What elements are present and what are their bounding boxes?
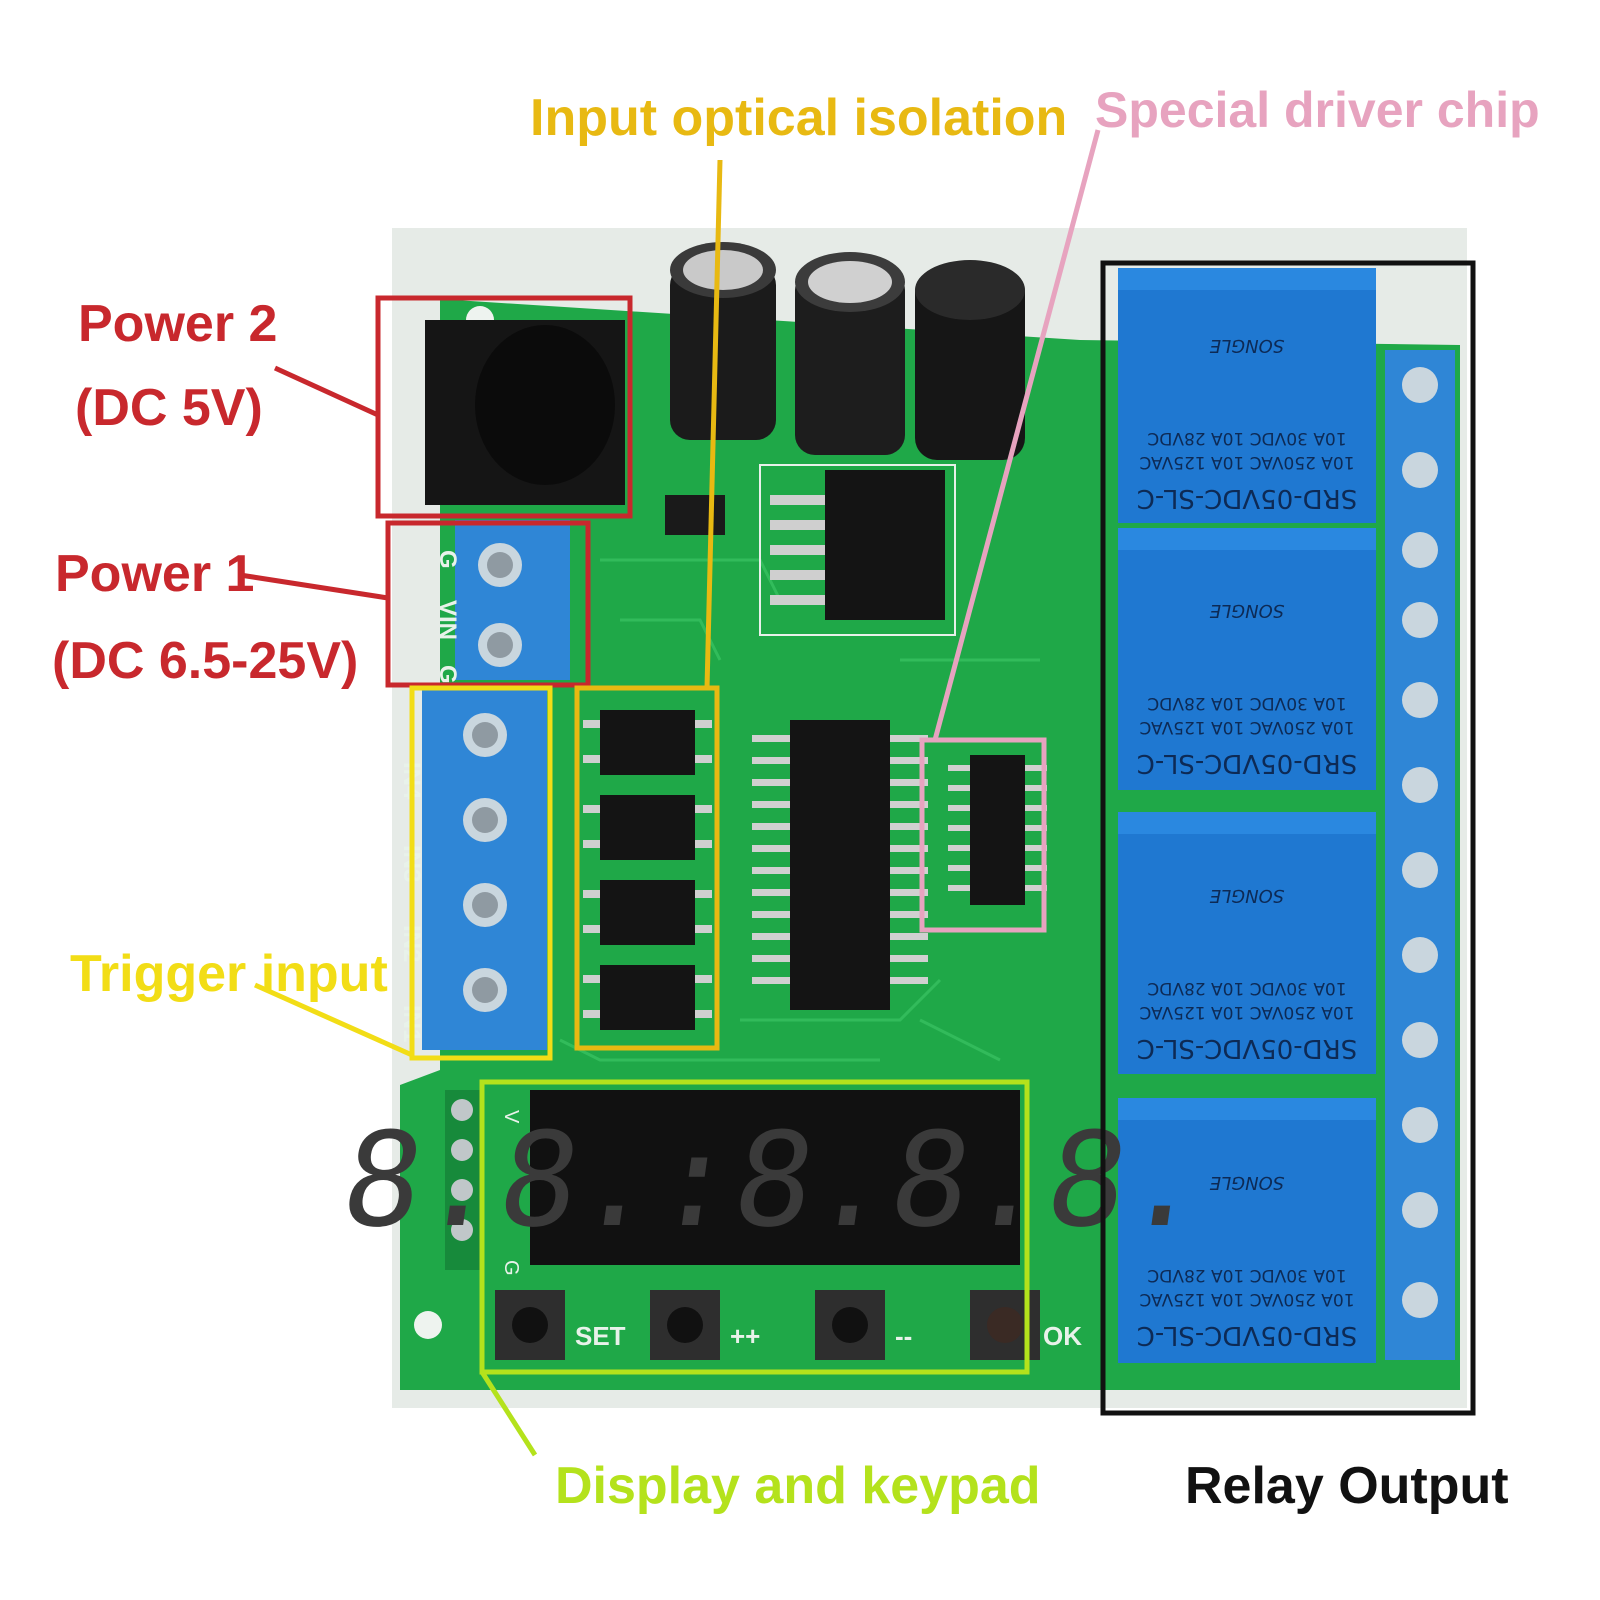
- optocoupler-pins: [583, 720, 712, 1018]
- input-optical-isolation-label: Input optical isolation: [530, 89, 1068, 147]
- power1-highlight-box: [385, 520, 591, 688]
- display-digits: 8.8.:8.8.8.: [333, 1105, 1215, 1256]
- button-label-plus: ++: [730, 1321, 760, 1351]
- relay-3-text: SRD-05VDC-SL-C 10A 250VAC 10A 125VAC 10A…: [1137, 885, 1357, 1063]
- regulator-pins: [770, 495, 825, 605]
- seven-segment-display: [530, 1090, 1020, 1265]
- relay-rating-text: 10A 250VAC 10A 125VAC: [1139, 717, 1354, 737]
- relay-3: [1118, 812, 1376, 1074]
- capacitor: [795, 252, 905, 455]
- capacitor: [915, 260, 1025, 460]
- relay-brand-text: SONGLE: [1209, 885, 1284, 906]
- relay-model-text: SRD-05VDC-SL-C: [1137, 1320, 1357, 1350]
- terminal-label: G: [434, 550, 461, 569]
- relay-4: [1118, 1098, 1376, 1363]
- relay-rating-text: 10A 250VAC 10A 125VAC: [1139, 1002, 1354, 1022]
- tactile-buttons: [495, 1290, 1040, 1360]
- terminal-label: VIN: [434, 600, 461, 640]
- terminal-label: G: [434, 665, 461, 684]
- microcontroller: [790, 720, 890, 1010]
- display-keypad-leader-line: [479, 1370, 538, 1457]
- relay-brand-text: SONGLE: [1209, 335, 1284, 356]
- isolation-leader-line: [704, 159, 723, 689]
- power2-title: Power 2: [78, 295, 278, 353]
- relay-model-text: SRD-05VDC-SL-C: [1137, 483, 1357, 513]
- voltage-regulator: [759, 464, 956, 636]
- relay-brand-text: SONGLE: [1209, 1172, 1284, 1193]
- relay-2-text: SRD-05VDC-SL-C 10A 250VAC 10A 125VAC 10A…: [1137, 600, 1357, 778]
- power1-title: Power 1: [55, 545, 255, 603]
- diode: [665, 495, 725, 535]
- relay-4-text: SRD-05VDC-SL-C 10A 250VAC 10A 125VAC 10A…: [1137, 1172, 1357, 1350]
- isolation-highlight-box: [574, 685, 720, 1051]
- relay-rating-text: 10A 30VDC 10A 28VDC: [1147, 693, 1346, 713]
- power2-voltage: (DC 5V): [75, 379, 263, 437]
- relay-output-label: Relay Output: [1185, 1457, 1509, 1515]
- relay-rating-text: 10A 30VDC 10A 28VDC: [1147, 1265, 1346, 1285]
- relay-brand-text: SONGLE: [1209, 600, 1284, 621]
- button-label-ok: OK: [1043, 1321, 1082, 1351]
- relay-rating-text: 10A 250VAC 10A 125VAC: [1139, 1289, 1354, 1309]
- trigger-leader-line: [253, 982, 414, 1058]
- trigger-terminal-block: [422, 690, 547, 1050]
- driver-chip-highlight-box: [919, 737, 1047, 933]
- relay-rating-text: 10A 250VAC 10A 125VAC: [1139, 452, 1354, 472]
- optocouplers: [600, 710, 695, 1030]
- trigger-input-label: Trigger input: [70, 945, 388, 1003]
- voltage-regulator-body: [825, 470, 945, 620]
- relay-model-text: SRD-05VDC-SL-C: [1137, 1033, 1357, 1063]
- relay-1: [1118, 268, 1376, 523]
- trigger-highlight-box: [409, 685, 553, 1061]
- relay-terminal-strip: [1385, 350, 1455, 1360]
- relay-rating-text: 10A 30VDC 10A 28VDC: [1147, 978, 1346, 998]
- special-driver-chip-label: Special driver chip: [1095, 82, 1540, 138]
- mounting-hole: [414, 1311, 442, 1339]
- button-label-set: SET: [575, 1321, 626, 1351]
- button-label-minus: --: [895, 1321, 912, 1351]
- power2-leader-line: [273, 365, 380, 418]
- pin-header: [445, 1090, 480, 1270]
- driver-chip-pins: [948, 765, 1047, 891]
- relay-output-highlight-box: [1100, 260, 1476, 1416]
- driver-chip: [970, 755, 1025, 905]
- power-terminal-block: [455, 520, 570, 680]
- relay-model-text: SRD-05VDC-SL-C: [1137, 748, 1357, 778]
- display-and-keypad-label: Display and keypad: [555, 1457, 1041, 1515]
- power2-highlight-box: [375, 295, 633, 519]
- relay-rating-text: 10A 30VDC 10A 28VDC: [1147, 428, 1346, 448]
- display-keypad-highlight-box: [479, 1079, 1030, 1375]
- dc-jack-hole: [475, 325, 615, 485]
- power1-voltage: (DC 6.5-25V): [52, 632, 359, 690]
- capacitor: [670, 242, 776, 440]
- power1-leader-line: [239, 572, 389, 601]
- driver-chip-leader-line: [932, 129, 1101, 741]
- microcontroller-pins: [752, 735, 928, 984]
- header-label-v: V: [500, 1110, 522, 1124]
- relay-1-text: SRD-05VDC-SL-C 10A 250VAC 10A 125VAC 10A…: [1137, 335, 1357, 513]
- header-label-g: G: [500, 1260, 522, 1276]
- relay-2: [1118, 528, 1376, 790]
